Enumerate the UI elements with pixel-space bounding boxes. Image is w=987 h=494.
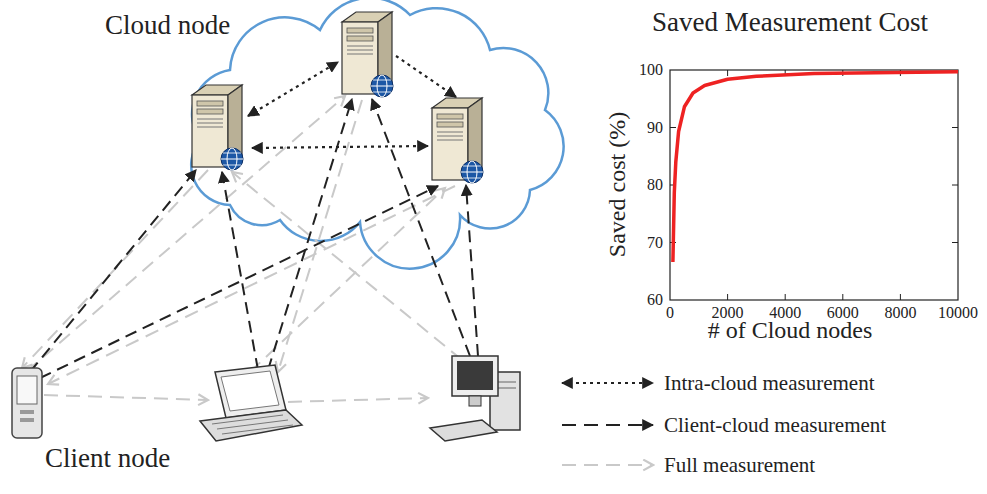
intra-cloud-line bbox=[252, 146, 428, 148]
monitor-screen bbox=[457, 361, 493, 390]
chart-title: Saved Measurement Cost bbox=[600, 6, 980, 38]
full-line bbox=[48, 186, 455, 384]
x-tick-label: 0 bbox=[640, 303, 700, 322]
y-axis-title: Saved cost (%) bbox=[603, 85, 632, 285]
full-line bbox=[232, 172, 462, 360]
intra-cloud-lines bbox=[248, 56, 456, 148]
tick bbox=[727, 294, 728, 300]
tick bbox=[900, 70, 901, 76]
drive-slot bbox=[494, 388, 516, 389]
laptop-display bbox=[221, 371, 279, 411]
x-axis-title: # of Cloud nodes bbox=[640, 316, 940, 345]
tick bbox=[842, 70, 843, 76]
node-label: Cloud node bbox=[105, 10, 230, 41]
client-cloud-line bbox=[268, 99, 352, 370]
monitor-stand bbox=[469, 396, 481, 406]
laptop-screen bbox=[215, 365, 286, 418]
phone-screen bbox=[17, 376, 37, 404]
x-tick-label: 10000 bbox=[928, 303, 987, 322]
client-cloud-line bbox=[466, 185, 478, 356]
tick bbox=[785, 70, 786, 76]
legend-label: Intra-cloud measurement bbox=[664, 370, 875, 396]
x-tick-label: 8000 bbox=[870, 303, 930, 322]
tick bbox=[842, 294, 843, 300]
full-measurement-lines bbox=[22, 96, 462, 402]
desktop-tower bbox=[490, 372, 520, 430]
legend-label: Full measurement bbox=[664, 452, 815, 478]
drive-slot bbox=[494, 382, 516, 383]
tick bbox=[952, 127, 958, 128]
tick bbox=[952, 185, 958, 186]
server-icon bbox=[342, 12, 393, 97]
client-cloud-line bbox=[30, 170, 196, 372]
tick bbox=[785, 294, 786, 300]
client-cloud-line bbox=[40, 186, 438, 378]
plot-frame bbox=[670, 70, 958, 300]
full-line bbox=[278, 100, 362, 372]
client-cloud-lines bbox=[30, 99, 478, 378]
client-cloud-line bbox=[372, 99, 470, 356]
client-node-label: Client node bbox=[45, 442, 265, 474]
tick bbox=[670, 185, 676, 186]
axis-ticks bbox=[670, 70, 958, 300]
phone-button bbox=[20, 418, 34, 422]
y-tick-label: 60 bbox=[623, 290, 663, 309]
legend-sample bbox=[562, 424, 653, 426]
tick bbox=[952, 242, 958, 243]
keyboard bbox=[430, 420, 497, 441]
full-line bbox=[250, 188, 445, 372]
laptop-base bbox=[200, 410, 302, 441]
tick bbox=[727, 70, 728, 76]
full-line bbox=[44, 395, 208, 400]
full-line bbox=[288, 398, 428, 402]
client-cloud-line bbox=[222, 172, 258, 370]
full-line bbox=[26, 96, 345, 372]
intra-cloud-line bbox=[248, 62, 338, 116]
line-chart bbox=[670, 70, 958, 300]
server-icon bbox=[432, 98, 483, 183]
server-icon bbox=[192, 85, 243, 170]
keyboard-row bbox=[212, 415, 283, 424]
monitor bbox=[452, 356, 498, 396]
y-tick-label: 80 bbox=[623, 175, 663, 194]
x-tick-label: 6000 bbox=[813, 303, 873, 322]
saved-cost-curve bbox=[673, 72, 958, 262]
cloud-node: Cloud node bbox=[160, 0, 570, 230]
keyboard-row bbox=[217, 420, 288, 429]
legend-label: Client-cloud measurement bbox=[664, 412, 886, 438]
y-tick-label: 100 bbox=[623, 60, 663, 79]
phone-icon bbox=[12, 368, 42, 438]
laptop-icon bbox=[200, 365, 302, 441]
phone-button bbox=[20, 410, 34, 414]
desktop-icon bbox=[430, 356, 520, 441]
tick bbox=[670, 127, 676, 128]
tick bbox=[670, 242, 676, 243]
legend-sample bbox=[562, 382, 653, 384]
keyboard-row bbox=[222, 425, 293, 434]
cloud-shape bbox=[191, 0, 563, 269]
x-tick-label: 4000 bbox=[755, 303, 815, 322]
intra-cloud-line bbox=[396, 56, 456, 97]
x-tick-label: 2000 bbox=[698, 303, 758, 322]
legend-sample bbox=[562, 464, 653, 466]
tick bbox=[900, 294, 901, 300]
y-tick-label: 90 bbox=[623, 118, 663, 137]
phone-body bbox=[12, 368, 42, 438]
y-tick-label: 70 bbox=[623, 233, 663, 252]
full-line bbox=[22, 170, 208, 368]
